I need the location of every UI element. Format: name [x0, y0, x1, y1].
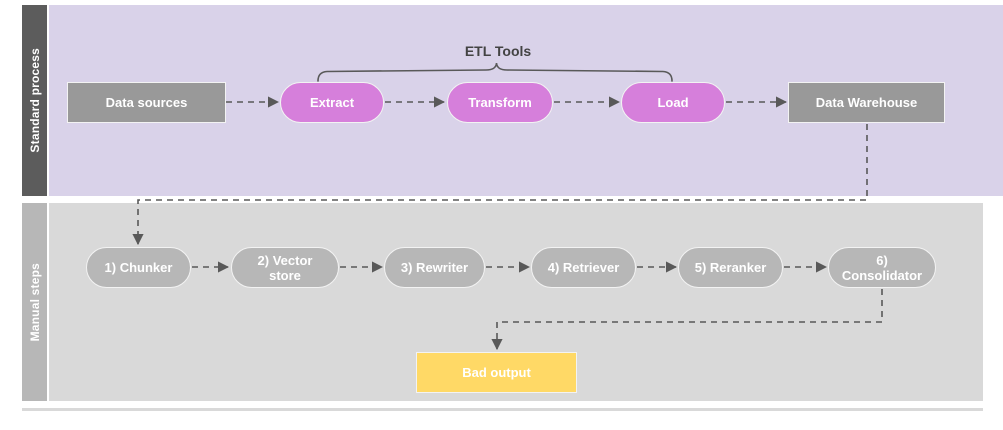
swimlane-standard-process-header: Standard process [22, 5, 47, 196]
node-vector-store-label: 2) Vector store [257, 252, 313, 283]
swimlane-manual-steps-header: Manual steps [22, 203, 47, 401]
node-rewriter-label: 3) Rewriter [400, 260, 469, 275]
node-bad-output-label: Bad output [462, 365, 531, 380]
node-chunker-label: 1) Chunker [104, 260, 173, 275]
node-rewriter[interactable]: 3) Rewriter [384, 247, 485, 288]
node-chunker[interactable]: 1) Chunker [86, 247, 191, 288]
node-reranker-label: 5) Reranker [694, 260, 767, 275]
etl-tools-label: ETL Tools [464, 43, 532, 59]
node-load[interactable]: Load [621, 82, 725, 123]
node-bad-output[interactable]: Bad output [416, 352, 577, 393]
swimlane-manual-steps-label: Manual steps [27, 262, 42, 342]
bottom-divider [22, 408, 983, 411]
node-transform-label: Transform [468, 95, 532, 110]
node-load-label: Load [657, 95, 689, 110]
node-extract[interactable]: Extract [280, 82, 384, 123]
swimlane-standard-process-label: Standard process [27, 48, 42, 153]
node-retriever[interactable]: 4) Retriever [531, 247, 636, 288]
node-consolidator-label: 6) Consolidator [841, 252, 923, 283]
node-reranker[interactable]: 5) Reranker [678, 247, 783, 288]
node-data-warehouse-label: Data Warehouse [815, 95, 918, 110]
node-data-warehouse[interactable]: Data Warehouse [788, 82, 945, 123]
node-vector-store[interactable]: 2) Vector store [231, 247, 339, 288]
node-transform[interactable]: Transform [447, 82, 553, 123]
node-data-sources[interactable]: Data sources [67, 82, 226, 123]
node-retriever-label: 4) Retriever [547, 260, 620, 275]
node-extract-label: Extract [309, 95, 355, 110]
node-consolidator[interactable]: 6) Consolidator [828, 247, 936, 288]
node-data-sources-label: Data sources [105, 95, 188, 110]
